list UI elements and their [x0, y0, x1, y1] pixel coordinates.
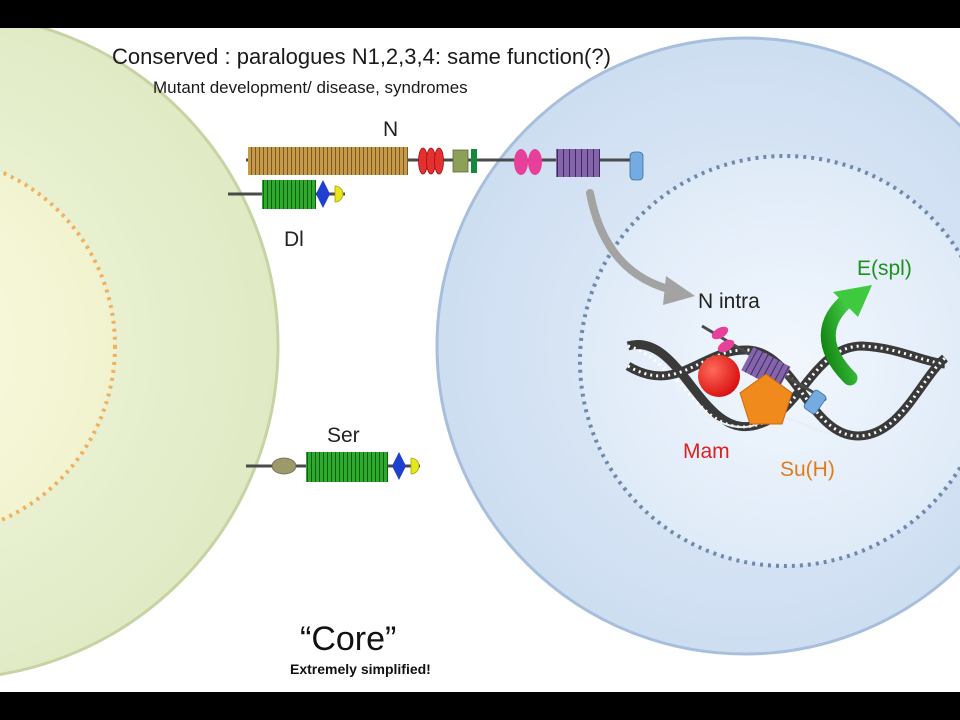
- notch-ram-domain: [514, 149, 528, 175]
- notch-intra-label: N intra: [698, 290, 760, 313]
- espl-label: E(spl): [857, 257, 912, 280]
- delta-egf-repeats: [262, 180, 316, 209]
- notch-pest-domain: [629, 151, 644, 181]
- slide-subtitle: Mutant development/ disease, syndromes: [153, 78, 468, 97]
- nicd-pest-domain: [803, 389, 827, 415]
- notch-egf-repeats: [248, 147, 408, 175]
- simplified-note: Extremely simplified!: [290, 661, 431, 677]
- translocation-arrow: [586, 189, 695, 305]
- slide-title: Conserved : paralogues N1,2,3,4: same fu…: [112, 44, 611, 69]
- notch-tm-domain: [471, 149, 477, 173]
- notch-hd-domain: [452, 149, 469, 173]
- core-label: “Core”: [300, 620, 397, 658]
- suh-protein: [739, 373, 793, 425]
- serrate-label: Ser: [327, 424, 360, 447]
- nicd-ram-domain: [711, 326, 729, 340]
- delta-dsl-domain: [316, 180, 330, 208]
- nuclear-transcription-complex: [698, 324, 827, 425]
- notch-signaling-diagram: [0, 28, 960, 676]
- delta-ligand: [228, 180, 345, 209]
- delta-label: Dl: [284, 228, 304, 251]
- mam-label: Mam: [683, 440, 730, 463]
- signal-sending-cell: [0, 28, 280, 676]
- notch-ankyrin-repeats: [556, 149, 600, 177]
- serrate-egf-repeats: [306, 452, 388, 482]
- espl-activation-arrow: [820, 285, 872, 386]
- serrate-cysteine-rich-domain: [271, 457, 297, 475]
- slide: Conserved : paralogues N1,2,3,4: same fu…: [0, 28, 960, 692]
- serrate-ligand: [246, 452, 420, 482]
- notch-label: N: [383, 118, 399, 141]
- nicd-ankyrin-repeats: [741, 347, 791, 390]
- suh-label: Su(H): [780, 458, 835, 481]
- notch-receptor: [246, 147, 644, 181]
- mam-protein: [698, 355, 740, 397]
- serrate-dsl-domain: [392, 452, 406, 480]
